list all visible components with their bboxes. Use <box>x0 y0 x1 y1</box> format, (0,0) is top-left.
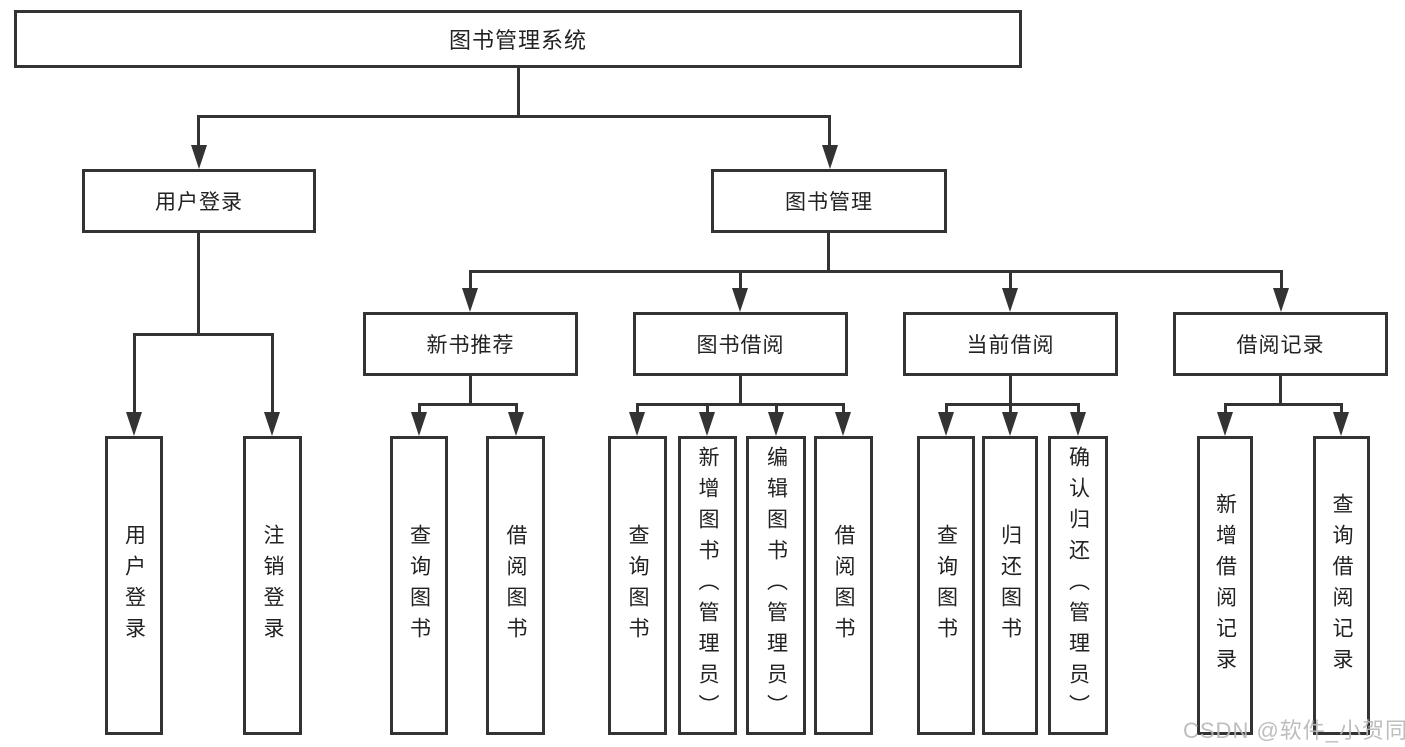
arrowhead-down-icon <box>938 412 954 436</box>
arrowhead-down-icon <box>1002 288 1018 312</box>
node-label: 确认归还（管理员） <box>1066 446 1090 725</box>
arrowhead-down-icon <box>126 412 142 436</box>
connector-vline <box>517 68 520 118</box>
arrowhead-down-icon <box>264 412 280 436</box>
leaf-query-borrow-record: 查询借阅记录 <box>1313 436 1370 735</box>
node-label: 查询借阅记录 <box>1330 492 1353 679</box>
node-current-borrowing: 当前借阅 <box>903 312 1118 376</box>
node-library-management-system: 图书管理系统 <box>14 10 1022 68</box>
node-label: 查询图书 <box>626 523 649 648</box>
csdn-watermark: CSDN @软件_小贺同学 <box>1183 718 1405 743</box>
leaf-add-book-admin: 新增图书（管理员） <box>678 436 737 735</box>
connector-vline <box>1009 403 1012 414</box>
leaf-edit-book-admin: 编辑图书（管理员） <box>746 436 806 735</box>
node-label: 图书管理 <box>785 191 873 214</box>
arrowhead-down-icon <box>462 288 478 312</box>
connector-hline <box>1224 403 1343 406</box>
connector-hline <box>945 403 1079 406</box>
node-label: 新书推荐 <box>426 334 515 357</box>
leaf-query-books-borrow: 查询图书 <box>608 436 667 735</box>
connector-vline <box>739 270 742 290</box>
arrowhead-down-icon <box>1002 412 1018 436</box>
node-label: 归还图书 <box>998 523 1022 648</box>
arrowhead-down-icon <box>411 412 427 436</box>
node-label: 注销登录 <box>261 523 284 648</box>
connector-vline <box>828 115 831 147</box>
node-label: 借阅图书 <box>832 523 855 648</box>
connector-hline <box>469 270 1282 273</box>
arrowhead-down-icon <box>699 412 715 436</box>
connector-vline <box>842 403 845 414</box>
arrowhead-down-icon <box>191 145 207 169</box>
leaf-borrow-books: 借阅图书 <box>814 436 873 735</box>
connector-vline <box>945 403 948 414</box>
leaf-query-books-current: 查询图书 <box>917 436 975 735</box>
connector-vline <box>1009 270 1012 290</box>
connector-vline <box>469 376 472 406</box>
node-label: 编辑图书（管理员） <box>764 446 788 725</box>
connector-vline <box>133 333 136 413</box>
connector-hline <box>418 403 518 406</box>
leaf-add-borrow-record: 新增借阅记录 <box>1197 436 1253 735</box>
node-label: 用户登录 <box>155 191 243 214</box>
arrowhead-down-icon <box>732 288 748 312</box>
node-label: 新增图书（管理员） <box>696 446 719 725</box>
connector-vline <box>418 403 421 414</box>
node-borrowing-records: 借阅记录 <box>1173 312 1388 376</box>
arrowhead-down-icon <box>508 412 524 436</box>
node-new-book-recommendation: 新书推荐 <box>363 312 578 376</box>
connector-vline <box>1340 403 1343 414</box>
connector-vline <box>1279 376 1282 406</box>
connector-vline <box>1280 270 1283 290</box>
arrowhead-down-icon <box>1217 412 1233 436</box>
node-user-login: 用户登录 <box>82 169 316 233</box>
connector-hline <box>197 115 831 118</box>
connector-vline <box>1224 403 1227 414</box>
leaf-return-book: 归还图书 <box>982 436 1038 735</box>
connector-vline <box>636 403 639 414</box>
connector-vline <box>1077 403 1080 414</box>
node-label: 借阅图书 <box>504 523 527 648</box>
node-label: 当前借阅 <box>966 334 1055 357</box>
leaf-query-books-newbook: 查询图书 <box>390 436 448 735</box>
connector-hline <box>636 403 845 406</box>
node-book-borrowing: 图书借阅 <box>633 312 848 376</box>
arrowhead-down-icon <box>1333 412 1349 436</box>
arrowhead-down-icon <box>835 412 851 436</box>
node-label: 新增借阅记录 <box>1213 492 1237 679</box>
connector-vline <box>197 115 200 147</box>
node-label: 图书借阅 <box>696 334 785 357</box>
node-label: 用户登录 <box>122 523 146 648</box>
leaf-user-login: 用户登录 <box>105 436 163 735</box>
arrowhead-down-icon <box>768 412 784 436</box>
connector-hline <box>133 333 274 336</box>
arrowhead-down-icon <box>1273 288 1289 312</box>
leaf-logout: 注销登录 <box>243 436 302 735</box>
node-label: 查询图书 <box>934 523 958 648</box>
connector-vline <box>775 403 778 414</box>
node-label: 图书管理系统 <box>448 28 587 53</box>
node-label: 查询图书 <box>407 523 431 648</box>
connector-vline <box>197 233 200 336</box>
arrowhead-down-icon <box>822 145 838 169</box>
connector-vline <box>469 270 472 290</box>
node-book-management: 图书管理 <box>711 169 947 233</box>
connector-vline <box>515 403 518 414</box>
connector-vline <box>706 403 709 414</box>
connector-vline <box>827 233 830 273</box>
connector-vline <box>1009 376 1012 406</box>
leaf-borrow-books-newbook: 借阅图书 <box>486 436 545 735</box>
connector-vline <box>271 333 274 413</box>
arrowhead-down-icon <box>1070 412 1086 436</box>
node-label: 借阅记录 <box>1236 334 1325 357</box>
leaf-confirm-return-admin: 确认归还（管理员） <box>1048 436 1108 735</box>
arrowhead-down-icon <box>629 412 645 436</box>
connector-vline <box>739 376 742 406</box>
